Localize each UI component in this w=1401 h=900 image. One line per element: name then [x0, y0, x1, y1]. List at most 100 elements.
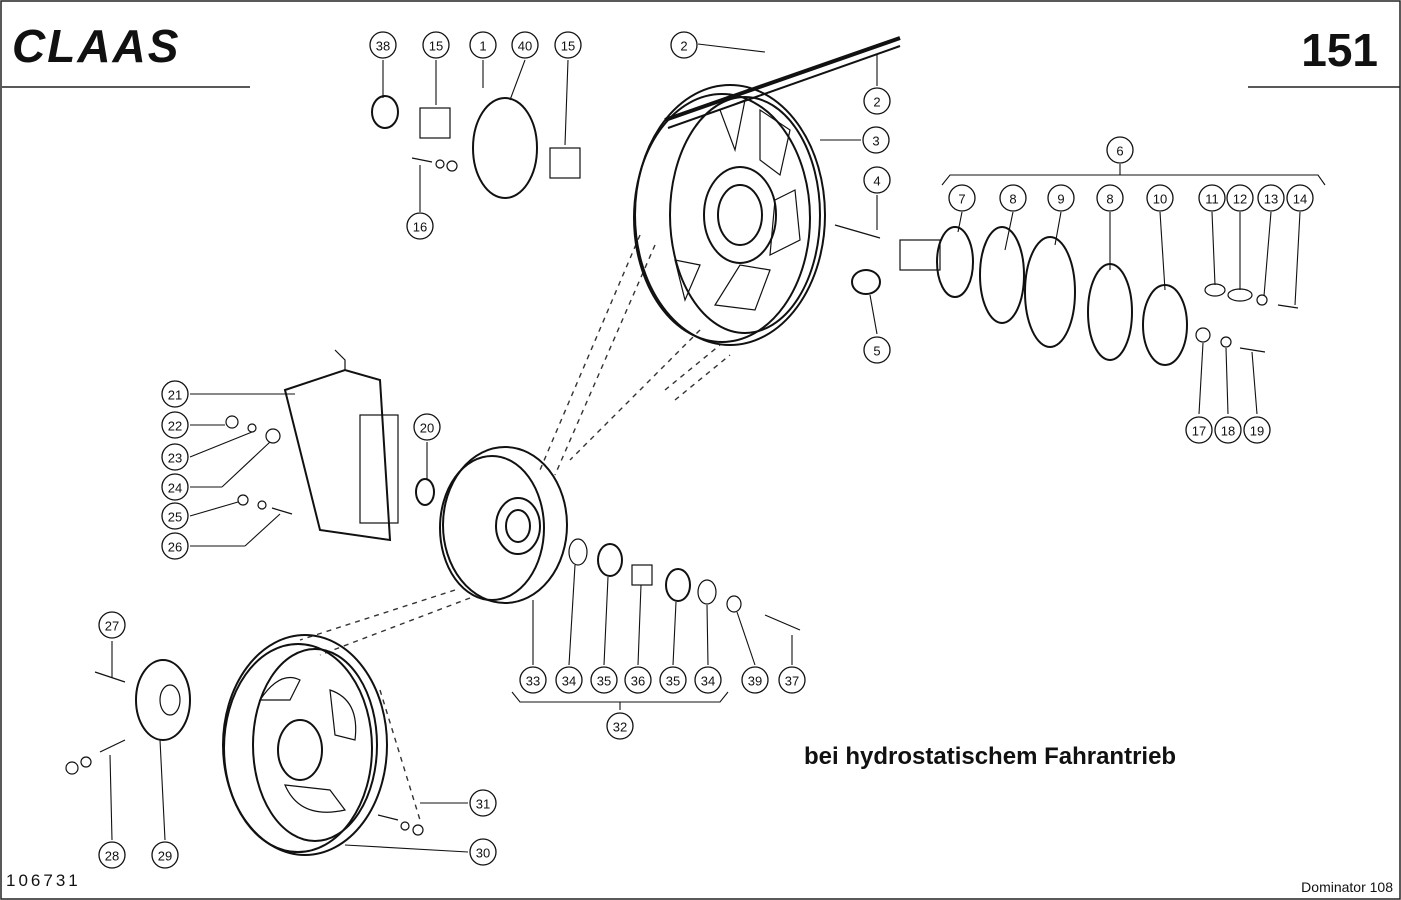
- callout-number: 3: [872, 134, 879, 149]
- callout-circle: [670, 31, 698, 59]
- callout-circle: [469, 31, 497, 59]
- callout-number: 37: [785, 674, 799, 689]
- callout-circle: [161, 411, 189, 439]
- callout-circle: [98, 611, 126, 639]
- callout-9: 9: [1047, 184, 1075, 212]
- callout-25: 25: [161, 502, 189, 530]
- callout-28: 28: [98, 841, 126, 869]
- callout-number: 26: [168, 540, 182, 555]
- callout-circle: [1198, 184, 1226, 212]
- callout-circle: [590, 666, 618, 694]
- callout-circle: [863, 87, 891, 115]
- callout-circle: [98, 841, 126, 869]
- callout-number: 1: [479, 39, 486, 54]
- callout-16: 16: [406, 212, 434, 240]
- callout-circle: [1106, 136, 1134, 164]
- callout-circle: [369, 31, 397, 59]
- callout-circle: [161, 502, 189, 530]
- callout-number: 14: [1293, 192, 1307, 207]
- drawing-number: 106731: [6, 871, 81, 890]
- callout-circle: [161, 443, 189, 471]
- callout-38: 38: [369, 31, 397, 59]
- callout-circle: [1226, 184, 1254, 212]
- callout-1: 1: [469, 31, 497, 59]
- callout-number: 21: [168, 388, 182, 403]
- callout-circle: [406, 212, 434, 240]
- callout-number: 40: [518, 39, 532, 54]
- callout-number: 15: [429, 39, 443, 54]
- page-number: 151: [1301, 24, 1378, 76]
- callout-number: 13: [1264, 192, 1278, 207]
- callout-number: 36: [631, 674, 645, 689]
- callout-circle: [863, 336, 891, 364]
- callout-number: 28: [105, 849, 119, 864]
- callout-22: 22: [161, 411, 189, 439]
- callout-30: 30: [469, 838, 497, 866]
- callout-circle: [1185, 416, 1213, 444]
- callout-number: 34: [701, 674, 715, 689]
- callout-circle: [469, 789, 497, 817]
- callout-27: 27: [98, 611, 126, 639]
- callout-circle: [1243, 416, 1271, 444]
- callout-5: 5: [863, 336, 891, 364]
- callout-circle: [948, 184, 976, 212]
- callout-8: 8: [999, 184, 1027, 212]
- callout-number: 6: [1116, 144, 1123, 159]
- callout-circle: [659, 666, 687, 694]
- callout-number: 23: [168, 451, 182, 466]
- callout-circle: [863, 166, 891, 194]
- brand-logo: CLAAS: [12, 20, 180, 72]
- callout-number: 20: [420, 421, 434, 436]
- lower-pulley: [222, 634, 388, 856]
- lower-flange: [65, 659, 424, 836]
- callout-26: 26: [161, 532, 189, 560]
- callout-circle: [161, 380, 189, 408]
- callout-number: 38: [376, 39, 390, 54]
- callout-18: 18: [1214, 416, 1242, 444]
- callout-circle: [1286, 184, 1314, 212]
- shaft-parts: [225, 415, 801, 631]
- callout-number: 7: [958, 192, 965, 207]
- callout-circle: [554, 31, 582, 59]
- callout-number: 12: [1233, 192, 1247, 207]
- callout-19: 19: [1243, 416, 1271, 444]
- callout-circle: [606, 712, 634, 740]
- callout-40: 40: [511, 31, 539, 59]
- callout-circle: [694, 666, 722, 694]
- callout-14: 14: [1286, 184, 1314, 212]
- callout-circle: [999, 184, 1027, 212]
- callout-number: 2: [873, 95, 880, 110]
- callout-circle: [1047, 184, 1075, 212]
- callout-number: 4: [873, 174, 880, 189]
- callout-6: 6: [1106, 136, 1134, 164]
- callout-circle: [511, 31, 539, 59]
- callout-2: 2: [863, 87, 891, 115]
- upper-pulley: [633, 84, 826, 346]
- callout-number: 30: [476, 846, 490, 861]
- clutch-assembly: [834, 224, 1299, 366]
- callout-circle: [161, 532, 189, 560]
- callout-number: 9: [1057, 192, 1064, 207]
- callout-32: 32: [606, 712, 634, 740]
- callout-number: 33: [526, 674, 540, 689]
- callout-15: 15: [422, 31, 450, 59]
- callout-36: 36: [624, 666, 652, 694]
- callout-number: 8: [1106, 192, 1113, 207]
- callout-circle: [1214, 416, 1242, 444]
- caption-text: bei hydrostatischem Fahrantrieb: [804, 743, 1176, 770]
- leader-lines: [109, 43, 1326, 853]
- callout-37: 37: [778, 666, 806, 694]
- callout-39: 39: [741, 666, 769, 694]
- callout-34: 34: [694, 666, 722, 694]
- callout-number: 11: [1205, 192, 1219, 207]
- callout-7: 7: [948, 184, 976, 212]
- top-bearing-set: [371, 95, 581, 199]
- callout-number: 24: [168, 481, 182, 496]
- middle-pulley: [439, 446, 568, 604]
- callout-circle: [1146, 184, 1174, 212]
- callout-23: 23: [161, 443, 189, 471]
- callout-21: 21: [161, 380, 189, 408]
- callout-number: 16: [413, 220, 427, 235]
- callout-number: 15: [561, 39, 575, 54]
